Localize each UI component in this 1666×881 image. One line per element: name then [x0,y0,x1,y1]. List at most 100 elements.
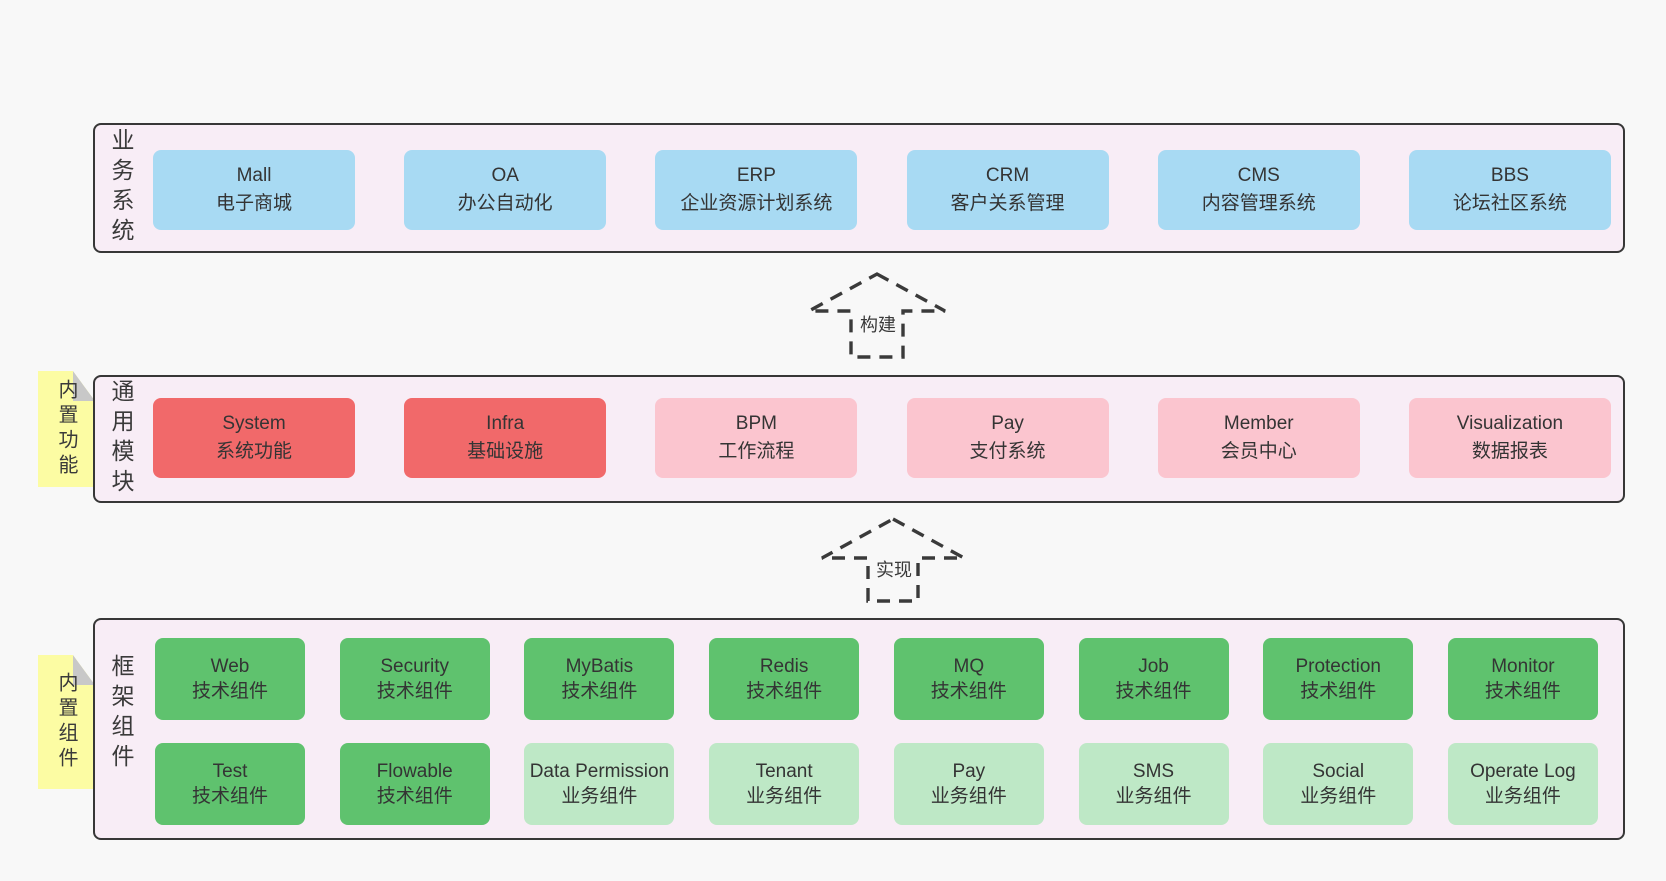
common-modules-row: System 系统功能 Infra 基础设施 BPM 工作流程 Pay 支付系统… [153,398,1611,478]
box-title: Pay [991,413,1024,434]
business-systems-row: Mall 电子商城 OA 办公自动化 ERP 企业资源计划系统 CRM 客户关系… [153,150,1611,230]
panel-title-business-systems: 业务系统 [108,128,134,248]
box-bpm: BPM 工作流程 [655,398,858,478]
box-cms: CMS 内容管理系统 [1157,150,1360,230]
box-title: OA [491,165,519,186]
box-subtitle: 会员中心 [1220,441,1297,462]
box-subtitle: 办公自动化 [457,193,553,214]
box-subtitle: 业务组件 [746,786,823,807]
box-title: CRM [985,165,1030,186]
box-title: BPM [735,413,777,434]
box-infra: Infra 基础设施 [404,398,607,478]
box-title: Web [210,656,250,677]
panel-common-modules: 通用模块 System 系统功能 Infra 基础设施 BPM 工作流程 Pay… [93,375,1625,503]
box-subtitle: 技术组件 [561,681,638,702]
framework-components-row-2: Test 技术组件 Flowable 技术组件 Data Permission … [155,743,1598,825]
box-subtitle: 电子商城 [215,193,292,214]
box-subtitle: 客户关系管理 [950,193,1065,214]
box-subtitle: 企业资源计划系统 [680,193,833,214]
box-mall: Mall 电子商城 [153,150,355,230]
box-title: Tenant [755,761,813,782]
arrow-label-build: 构建 [857,311,899,337]
box-system: System 系统功能 [153,398,355,478]
box-monitor: Monitor 技术组件 [1447,638,1598,720]
box-title: Member [1223,413,1294,434]
box-title: Job [1138,656,1169,677]
box-title: ERP [736,165,776,186]
box-subtitle: 技术组件 [746,681,823,702]
box-web: Web 技术组件 [155,638,305,720]
sticky-note-builtin-components: 内置组件 [38,655,95,789]
box-tenant: Tenant 业务组件 [709,743,860,825]
sticky-note-label: 内置功能 [55,379,77,479]
box-title: Social [1312,761,1365,782]
box-visualization: Visualization 数据报表 [1408,398,1611,478]
panel-title-framework-components: 框架组件 [108,654,134,774]
box-title: CMS [1237,165,1280,186]
box-subtitle: 技术组件 [1300,681,1377,702]
box-subtitle: 技术组件 [930,681,1007,702]
box-title: Redis [759,656,809,677]
box-redis: Redis 技术组件 [709,638,860,720]
box-title: Monitor [1491,656,1555,677]
box-subtitle: 技术组件 [376,681,453,702]
panel-framework-components: 框架组件 Web 技术组件 Security 技术组件 MyBatis 技术组件… [93,618,1625,840]
box-subtitle: 支付系统 [969,441,1046,462]
box-title: Protection [1295,656,1381,677]
box-erp: ERP 企业资源计划系统 [655,150,858,230]
box-subtitle: 技术组件 [191,681,268,702]
box-protection: Protection 技术组件 [1263,638,1414,720]
box-member: Member 会员中心 [1157,398,1360,478]
box-title: Mall [236,165,272,186]
framework-components-row-1: Web 技术组件 Security 技术组件 MyBatis 技术组件 Redi… [155,638,1598,720]
box-test: Test 技术组件 [155,743,305,825]
box-security: Security 技术组件 [339,638,490,720]
box-title: Data Permission [529,761,670,782]
box-title: MyBatis [565,656,634,677]
box-job: Job 技术组件 [1078,638,1229,720]
box-sms: SMS 业务组件 [1078,743,1229,825]
box-title: System [222,413,286,434]
box-subtitle: 技术组件 [1484,681,1561,702]
box-title: Visualization [1456,413,1564,434]
box-title: Operate Log [1470,761,1576,782]
box-subtitle: 系统功能 [215,441,292,462]
arrow-label-implement: 实现 [873,556,915,582]
panel-business-systems: 业务系统 Mall 电子商城 OA 办公自动化 ERP 企业资源计划系统 CRM… [93,123,1625,253]
box-subtitle: 业务组件 [1484,786,1561,807]
box-subtitle: 基础设施 [467,441,544,462]
box-title: BBS [1490,165,1529,186]
box-title: Infra [486,413,525,434]
box-social: Social 业务组件 [1263,743,1414,825]
box-title: Test [212,761,248,782]
box-subtitle: 技术组件 [1115,681,1192,702]
box-title: SMS [1132,761,1175,782]
box-title: Flowable [376,761,453,782]
box-subtitle: 业务组件 [561,786,638,807]
box-subtitle: 业务组件 [930,786,1007,807]
box-pay-module: Pay 支付系统 [906,398,1109,478]
box-flowable: Flowable 技术组件 [339,743,490,825]
box-subtitle: 技术组件 [191,786,268,807]
box-subtitle: 论坛社区系统 [1452,193,1567,214]
box-subtitle: 业务组件 [1300,786,1377,807]
box-title: MQ [953,656,985,677]
sticky-note-builtin-functions: 内置功能 [38,371,95,487]
box-title: Security [380,656,450,677]
up-block-arrow-implement [821,517,965,603]
box-mq: MQ 技术组件 [893,638,1044,720]
box-oa: OA 办公自动化 [404,150,607,230]
box-pay-component: Pay 业务组件 [893,743,1044,825]
box-data-permission: Data Permission 业务组件 [524,743,675,825]
box-subtitle: 内容管理系统 [1201,193,1316,214]
up-block-arrow-build [808,272,946,359]
panel-title-common-modules: 通用模块 [108,379,134,499]
box-subtitle: 业务组件 [1115,786,1192,807]
box-crm: CRM 客户关系管理 [906,150,1109,230]
box-mybatis: MyBatis 技术组件 [524,638,675,720]
box-bbs: BBS 论坛社区系统 [1408,150,1611,230]
box-subtitle: 数据报表 [1471,441,1548,462]
box-operate-log: Operate Log 业务组件 [1447,743,1598,825]
box-subtitle: 工作流程 [718,441,795,462]
